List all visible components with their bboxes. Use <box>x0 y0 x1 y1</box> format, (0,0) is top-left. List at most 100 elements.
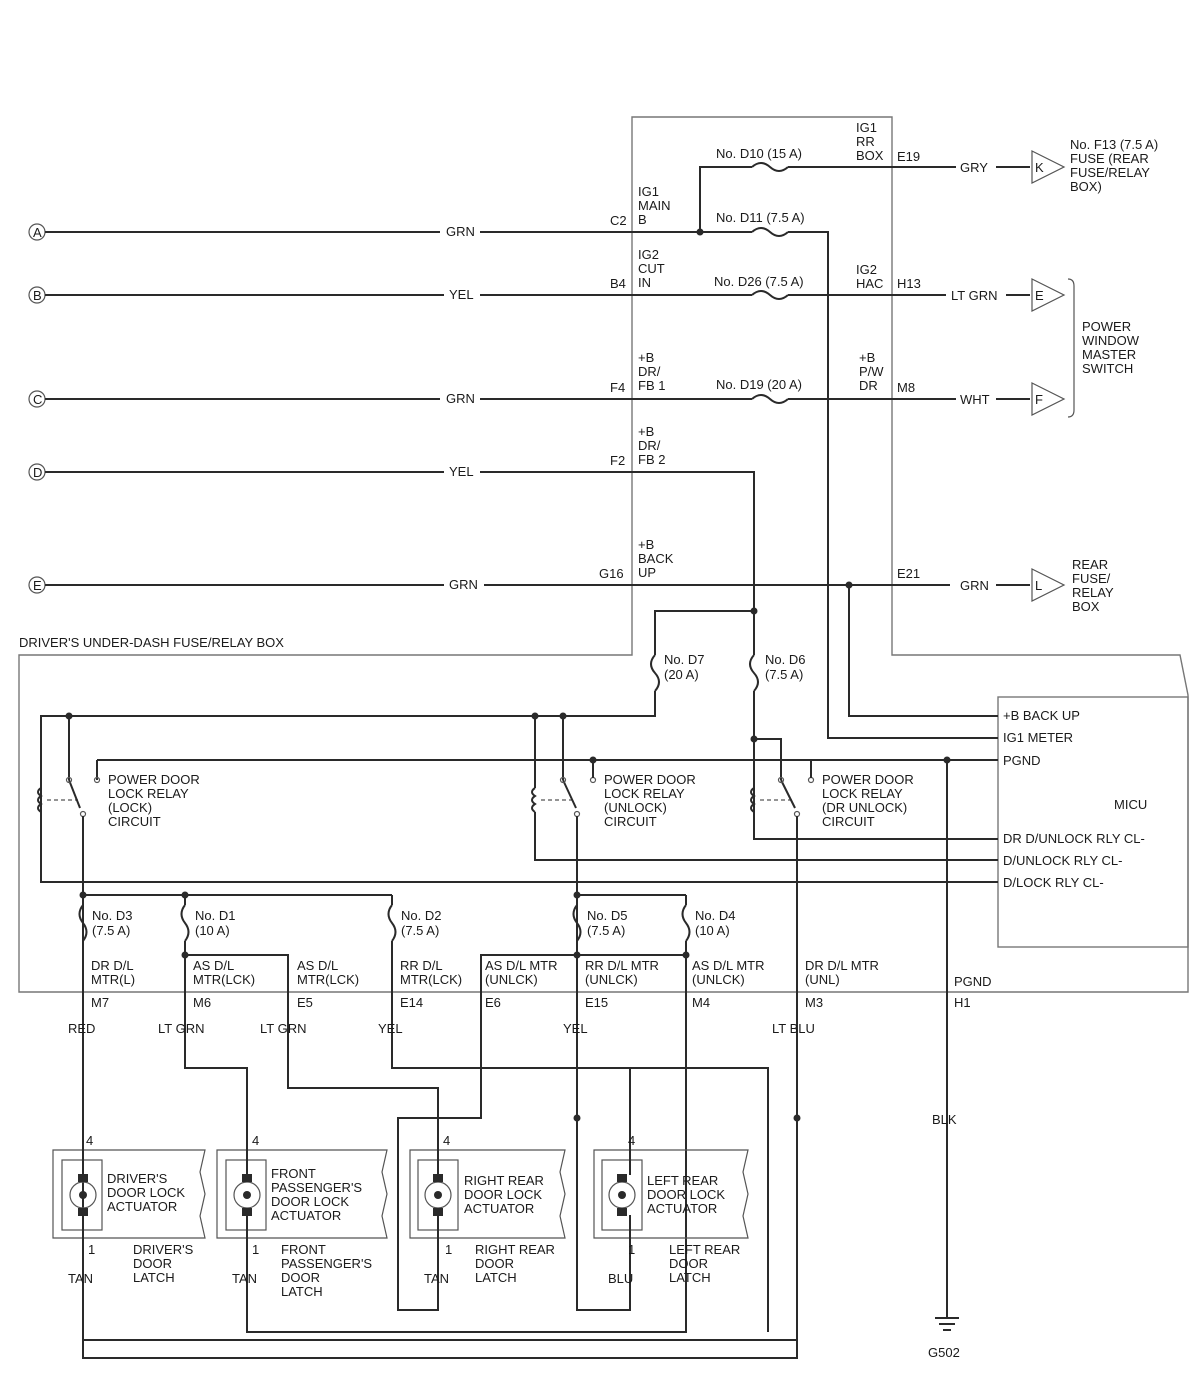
micu-pin-unlock: D/UNLOCK RLY CL- <box>1003 853 1122 868</box>
ground-label: G502 <box>928 1345 960 1360</box>
micu-pin-backup: +B BACK UP <box>1003 708 1080 723</box>
wire-lt-grn: LT GRN <box>951 288 997 303</box>
junction-a <box>696 228 704 236</box>
out-wire-ltgrn-2: LT GRN <box>260 1021 306 1036</box>
act-fp-wire-bot: TAN <box>232 1271 257 1286</box>
relay-dr-unlock <box>750 760 815 1358</box>
junction-d1-out <box>181 951 189 959</box>
out-wire-ltgrn-1: LT GRN <box>158 1021 204 1036</box>
out-pin-m6: M6 <box>193 995 211 1010</box>
out-func-e6: AS D/L MTR(UNLCK) <box>485 958 557 987</box>
pin-b4: B4 <box>610 276 626 291</box>
pin-e19: E19 <box>897 149 920 164</box>
out-func-m3: DR D/L MTR(UNL) <box>805 958 879 987</box>
fuse-d3-label: No. D3(7.5 A) <box>92 908 132 938</box>
fuse-d4-label: No. D4(10 A) <box>695 908 735 938</box>
junction-lt-blu <box>793 1114 801 1122</box>
fuse-d5-label: No. D5(7.5 A) <box>587 908 627 938</box>
out-pin-e15: E15 <box>585 995 608 1010</box>
junction-d1 <box>181 891 189 899</box>
act-driver-wire-bot: TAN <box>68 1271 93 1286</box>
actuator-right-rear <box>409 1145 566 1265</box>
out-pin-e6: E6 <box>485 995 501 1010</box>
junction-lr <box>573 1114 581 1122</box>
junction-d4-out <box>682 951 690 959</box>
bottom-return-wire <box>82 1340 798 1359</box>
actuator-driver <box>52 1145 206 1265</box>
act-rr-pin-top: 4 <box>443 1133 450 1148</box>
ground-wire-blk: BLK <box>932 1112 957 1127</box>
svg-text:K: K <box>1035 160 1044 175</box>
act-lr-wire-bot: BLU <box>608 1271 633 1286</box>
relay-unlock <box>531 716 998 955</box>
pin-h13: H13 <box>897 276 921 291</box>
wire-color-d: YEL <box>449 464 474 479</box>
svg-text:D: D <box>33 465 42 480</box>
out-func-m4: AS D/L MTR(UNLCK) <box>692 958 764 987</box>
out-pin-m4: M4 <box>692 995 710 1010</box>
micu-pin-pgnd: PGND <box>1003 753 1041 768</box>
d7-d6-branch <box>40 610 998 883</box>
fuse-d2-label: No. D2(7.5 A) <box>401 908 441 938</box>
act-lr-pin-top: 4 <box>628 1133 635 1148</box>
act-driver-pin-bot: 1 <box>88 1242 95 1257</box>
out-wire-lt-blu: LT BLU <box>772 1021 815 1036</box>
wire-wht: WHT <box>960 392 990 407</box>
junction-d3 <box>79 891 87 899</box>
out-wire-yel-2: YEL <box>563 1021 588 1036</box>
svg-text:A: A <box>33 225 42 240</box>
junction-d5-out <box>573 951 581 959</box>
input-wires <box>45 231 632 586</box>
act-driver-pin-top: 4 <box>86 1133 93 1148</box>
input-c: C <box>28 390 46 408</box>
micu-pin-dr-unlock: DR D/UNLOCK RLY CL- <box>1003 831 1145 846</box>
svg-text:L: L <box>1035 578 1042 593</box>
pin-e21: E21 <box>897 566 920 581</box>
wire-grn-e21: GRN <box>960 578 989 593</box>
act-lr-pin-bot: 1 <box>628 1242 635 1257</box>
pin-c2: C2 <box>610 213 627 228</box>
junction-pgnd-1 <box>589 756 597 764</box>
input-d: D <box>28 463 46 481</box>
fuse-d10-label: No. D10 (15 A) <box>716 146 802 161</box>
fuse-d1-label: No. D1(10 A) <box>195 908 235 938</box>
svg-text:F: F <box>1035 392 1043 407</box>
input-b: B <box>28 286 46 304</box>
out-func-e15: RR D/L MTR(UNLCK) <box>585 958 659 987</box>
fuse-d6-label: No. D6(7.5 A) <box>765 652 805 682</box>
connector-e: E <box>1031 278 1066 312</box>
actuator-front-passenger <box>216 1145 388 1265</box>
fuse-d26-label: No. D26 (7.5 A) <box>714 274 804 289</box>
connector-l: L <box>1031 568 1066 602</box>
out-pin-e5: E5 <box>297 995 313 1010</box>
micu-box <box>997 696 1189 948</box>
svg-text:C: C <box>33 392 42 407</box>
svg-text:B: B <box>33 288 42 303</box>
right-output-wires <box>996 166 1030 586</box>
out-wire-red: RED <box>68 1021 95 1036</box>
out-pin-m7: M7 <box>91 995 109 1010</box>
act-fp-pin-top: 4 <box>252 1133 259 1148</box>
pin-g16: G16 <box>599 566 624 581</box>
act-fp-pin-bot: 1 <box>252 1242 259 1257</box>
input-a: A <box>28 223 46 241</box>
